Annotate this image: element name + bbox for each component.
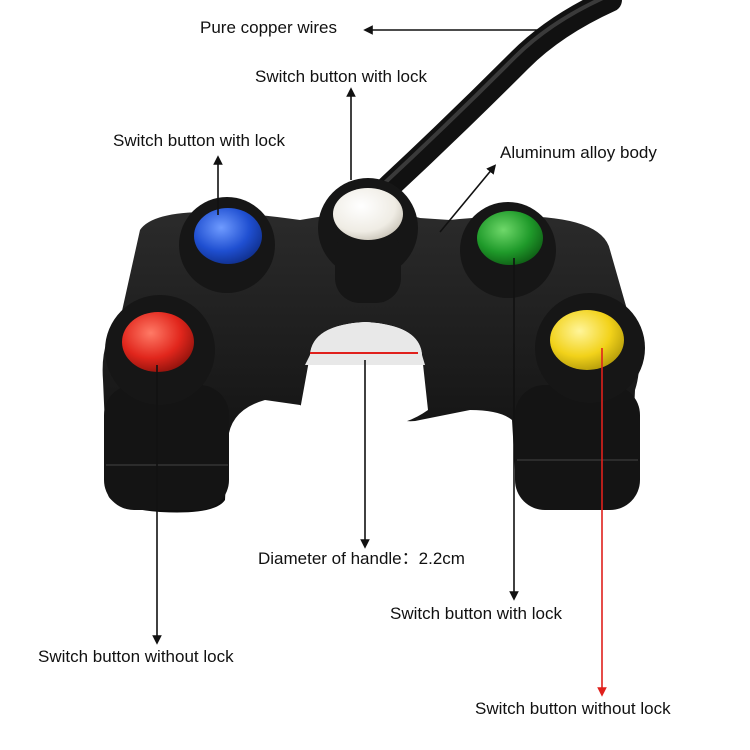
- label-left-bottom-without-lock: Switch button without lock: [38, 647, 234, 666]
- label-diameter-of-handle: Diameter of handle：2.2cm: [258, 549, 465, 568]
- switch-button-green: [477, 211, 543, 265]
- body-arrow: [439, 164, 497, 233]
- label-aluminum-alloy-body: Aluminum alloy body: [500, 143, 657, 162]
- label-right-mid-with-lock: Switch button with lock: [390, 604, 562, 623]
- annotation-lines: [152, 25, 540, 645]
- copper-wire-cable: [368, 0, 622, 207]
- switch-button-white: [333, 188, 403, 240]
- label-right-bottom-without-lock: Switch button without lock: [475, 699, 671, 718]
- switch-button-blue: [194, 208, 262, 264]
- switch-button-yellow: [550, 310, 624, 370]
- label-top-center-with-lock: Switch button with lock: [255, 67, 427, 86]
- label-top-left-with-lock: Switch button with lock: [113, 131, 285, 150]
- switch-button-red: [122, 312, 194, 372]
- label-pure-copper-wires: Pure copper wires: [200, 18, 338, 37]
